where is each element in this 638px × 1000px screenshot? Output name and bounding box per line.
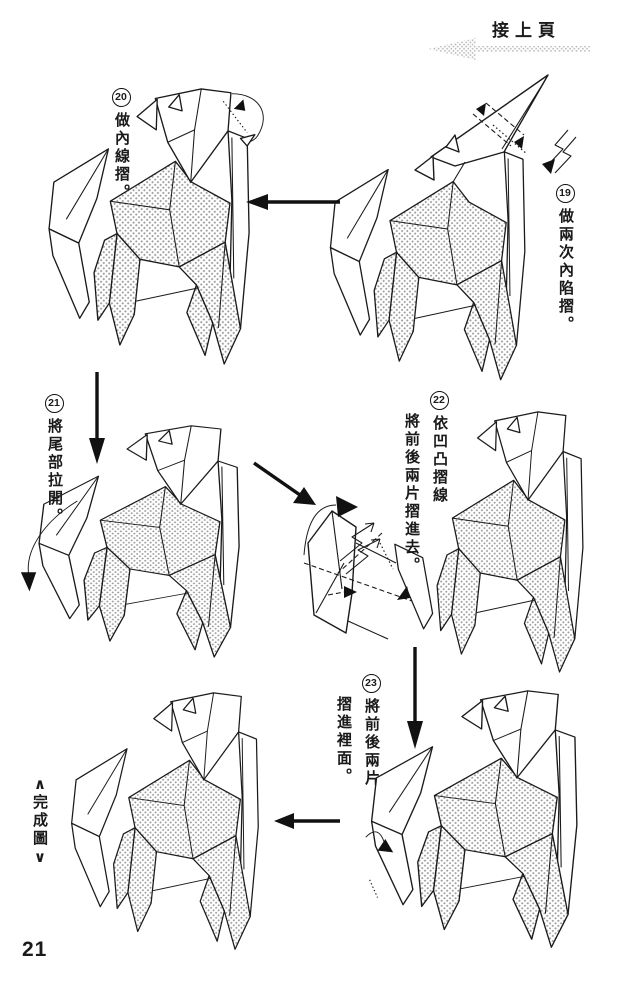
step-22-label: 22 依凹凸摺線 將前後兩片摺進去。 [398,391,452,575]
figure-origami-dog-step-20 [48,88,264,365]
figure-origami-dog-step-19 [329,74,577,381]
halftone-arrow-left-icon [428,38,590,60]
page-number: 21 [22,938,48,961]
figure-origami-dog-step-22 [303,411,584,673]
continue-previous-page-label: 接上頁 [492,21,561,40]
fold-lines-and-arrows [303,496,413,602]
step-22-number: 22 [429,391,449,410]
figure-origami-dog-step-23 [365,690,578,948]
step-21-number: 21 [44,394,64,413]
fold-lines-and-arrows [472,102,577,174]
step-22-instruction-line2: 將前後兩片摺進去。 [403,413,420,575]
step-23-label: 23 將前後兩片 摺進裡面。 [330,674,384,788]
arrow-diagonal-middle [253,461,316,505]
step-23-number: 23 [361,674,381,693]
finished-figure-label: ∧ 完成圖 ∨ [24,775,54,867]
arrow-left-top [246,194,340,210]
tuck-fold-arrow [365,831,394,898]
figure-origami-dog-finished [71,692,259,950]
finished-text: 完成圖 [31,794,48,848]
arrow-down-left [89,372,105,464]
step-23-instruction-line2: 摺進裡面。 [335,696,352,786]
unfolded-head-spike [414,74,549,183]
arrow-down-right [407,647,423,749]
finished-bracket-top: ∧ [31,775,48,794]
arrow-left-bottom [274,813,340,829]
opened-tail [307,510,397,640]
figure-origami-dog-step-21 [20,425,240,658]
step-23-instruction-line1: 將前後兩片 [363,698,380,788]
step-22-instruction-line1: 依凹凸摺線 [431,415,448,505]
pull-tail-arrow [20,500,78,592]
finished-bracket-bottom: ∨ [31,848,48,867]
fold-indicator-head [222,93,264,147]
